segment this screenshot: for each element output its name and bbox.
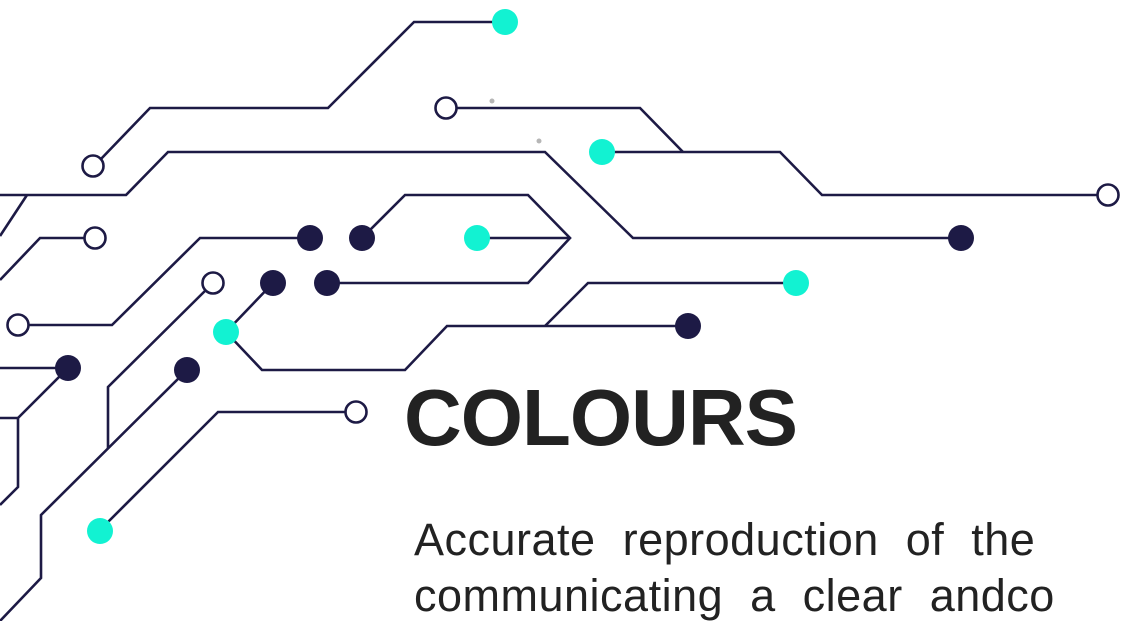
circuit-node-dark: [55, 355, 81, 381]
circuit-node-dark: [948, 225, 974, 251]
circuit-speck: [489, 98, 495, 104]
circuit-trace: [0, 150, 960, 240]
circuit-node-open: [83, 226, 107, 250]
circuit-node-dark: [314, 270, 340, 296]
circuit-node-dark: [349, 225, 375, 251]
circuit-trace: [0, 194, 29, 237]
circuit-trace: [602, 150, 1106, 197]
body-line-1: Accurate reproduction of the: [414, 514, 1036, 565]
circuit-node-open: [201, 271, 225, 295]
circuit-trace: [18, 236, 310, 327]
circuit-traces: [0, 20, 1106, 621]
circuit-trace: [544, 281, 796, 327]
circuit-node-open: [81, 154, 105, 178]
circuit-trace: [0, 236, 95, 281]
circuit-node-accent: [213, 319, 239, 345]
circuit-trace: [0, 367, 69, 506]
circuit-trace: [327, 193, 572, 285]
circuit-node-dark: [260, 270, 286, 296]
circuit-trace: [225, 324, 688, 372]
circuit-trace: [0, 369, 188, 621]
circuit-trace: [106, 282, 214, 448]
circuit-node-open: [344, 400, 368, 424]
circuit-node-dark: [174, 357, 200, 383]
circuit-node-open: [6, 313, 30, 337]
circuit-node-accent: [464, 225, 490, 251]
section-body-text: Accurate reproduction of the communicati…: [414, 512, 1123, 621]
circuit-trace: [99, 20, 505, 161]
circuit-node-accent: [87, 518, 113, 544]
circuit-node-accent: [589, 139, 615, 165]
section-heading: COLOURS: [404, 373, 798, 462]
circuit-trace: [457, 106, 684, 153]
circuit-node-dark: [675, 313, 701, 339]
circuit-node-accent: [783, 270, 809, 296]
circuit-node-open: [1096, 183, 1120, 207]
body-line-2: communicating a clear andco: [414, 570, 1055, 621]
circuit-nodes: [6, 9, 1120, 544]
circuit-trace: [99, 410, 345, 531]
circuit-node-accent: [492, 9, 518, 35]
circuit-node-dark: [297, 225, 323, 251]
circuit-speck: [536, 138, 542, 144]
circuit-node-open: [434, 96, 458, 120]
